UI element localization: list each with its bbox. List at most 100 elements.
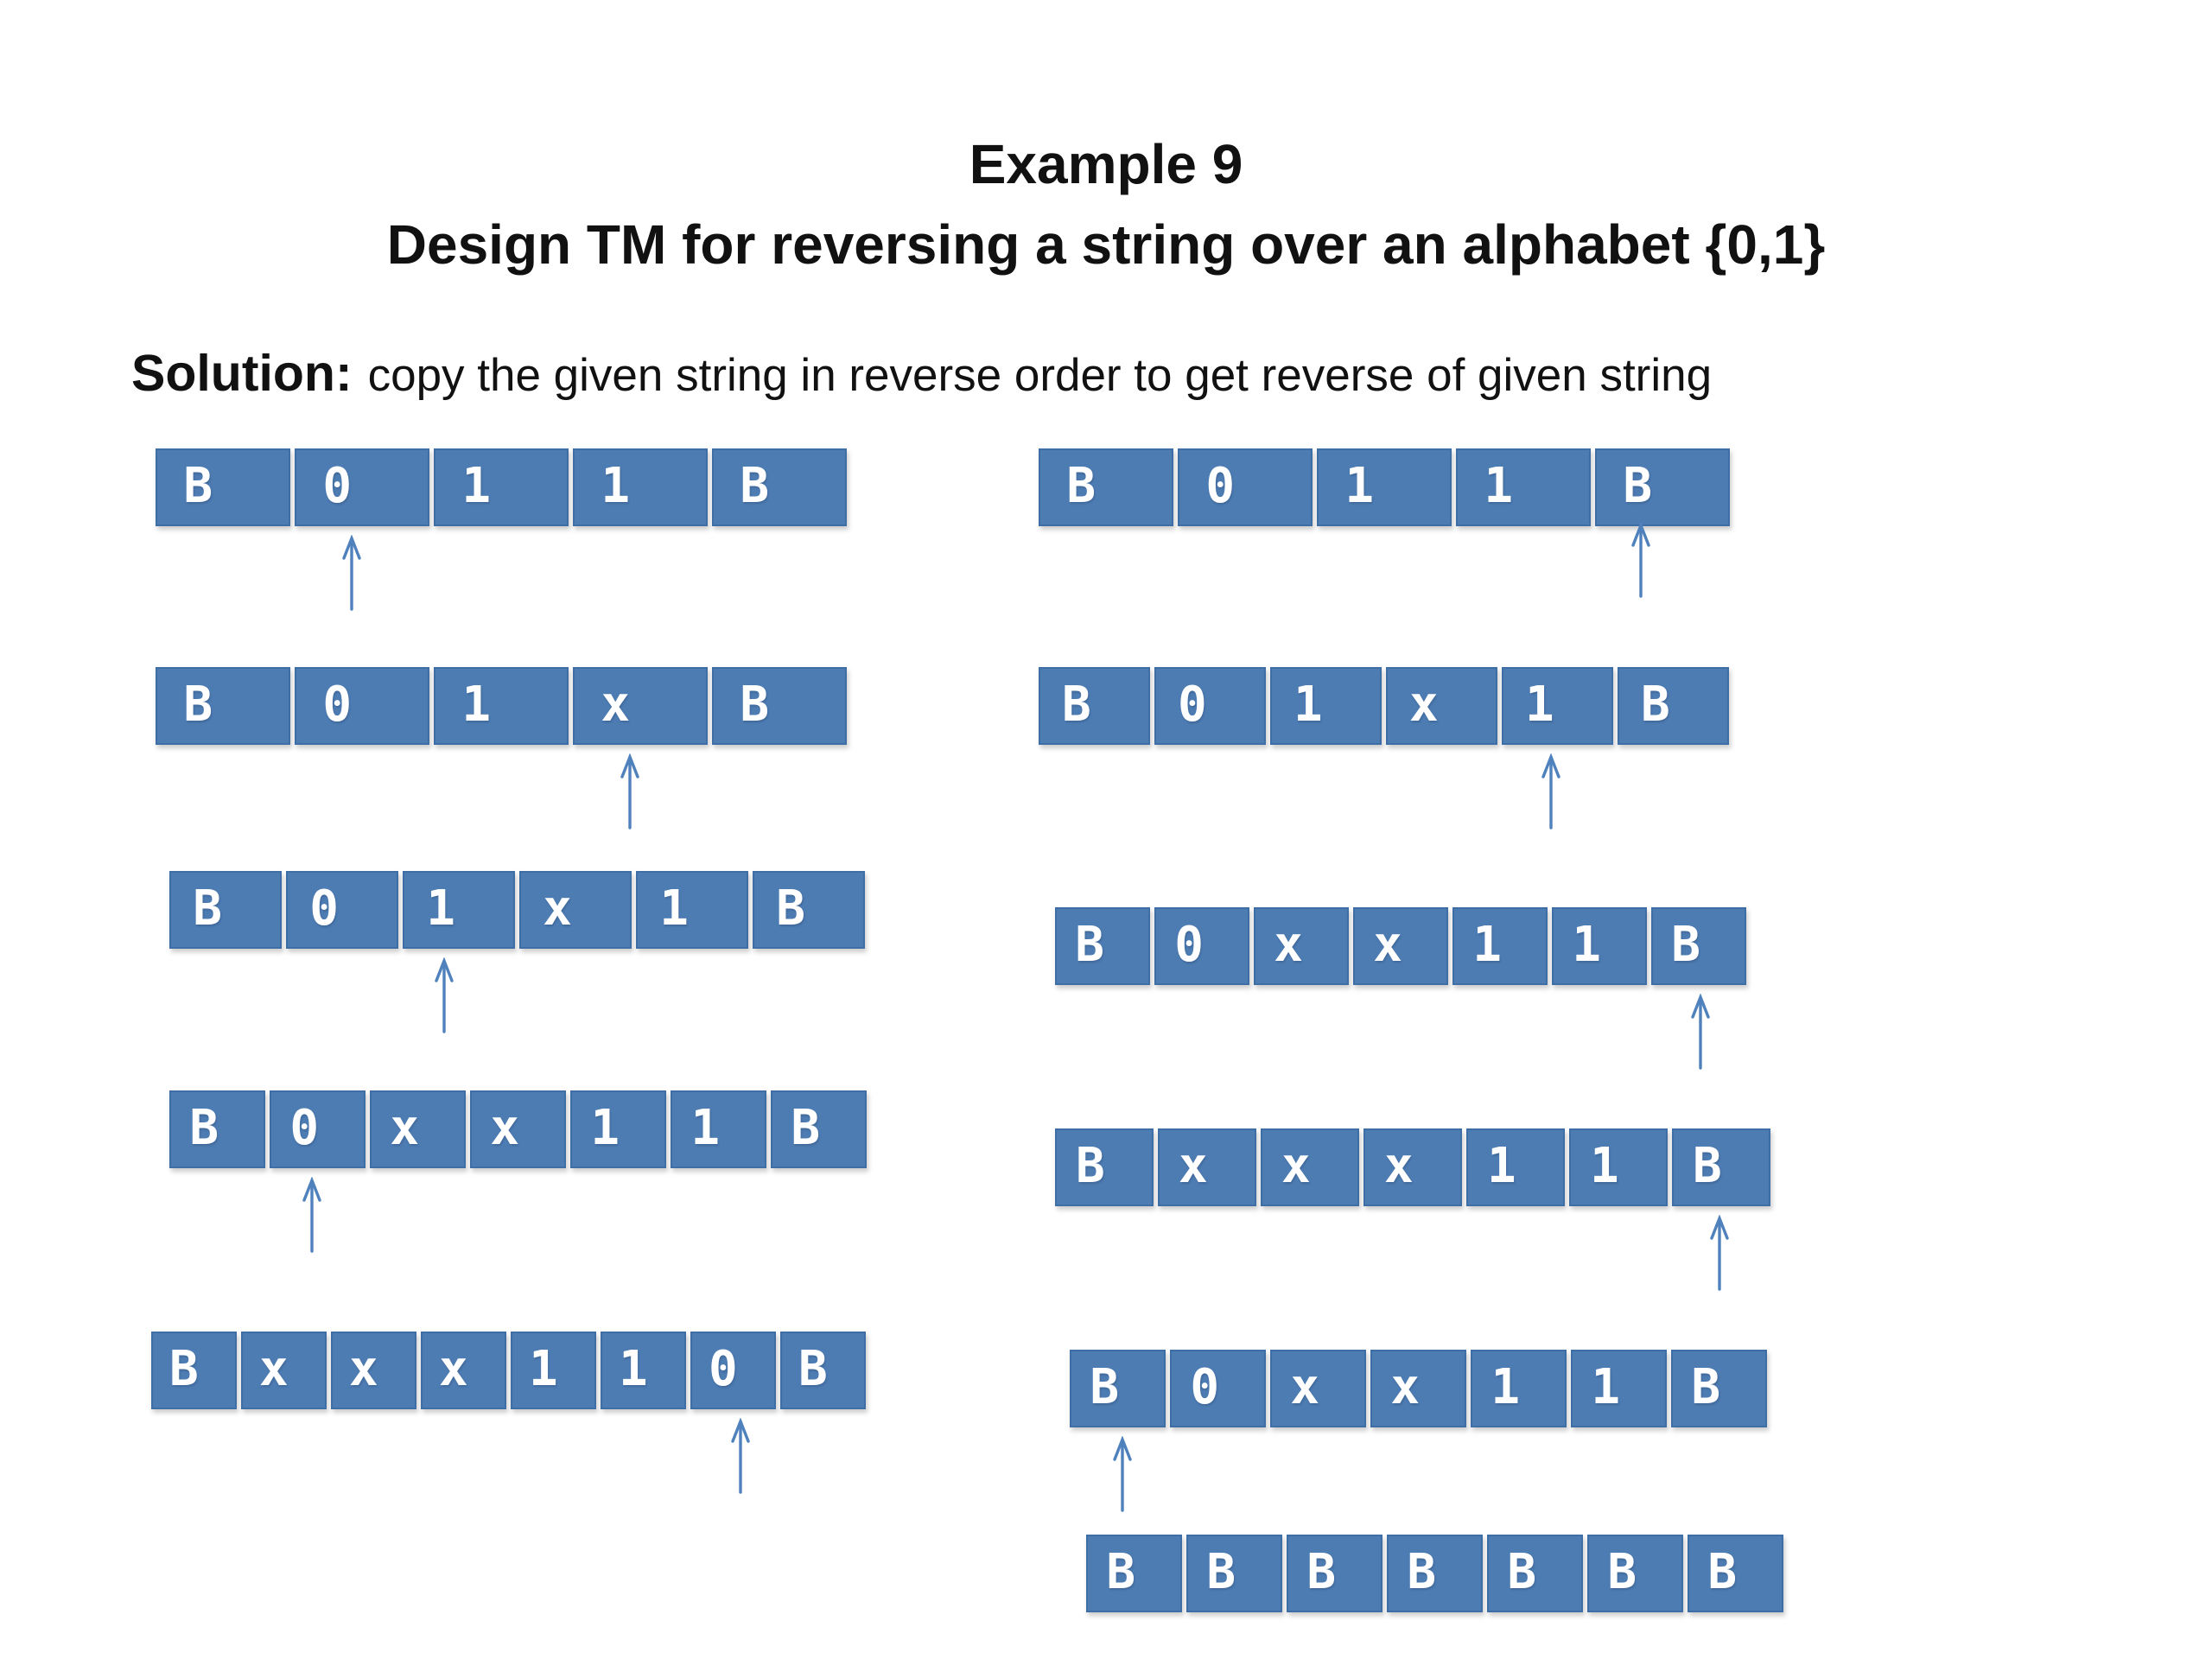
tape-cell: x <box>1158 1128 1256 1206</box>
tape-cell: 0 <box>690 1332 776 1409</box>
tape-cell: 0 <box>286 871 398 949</box>
tape-cell-symbol: 1 <box>590 1100 620 1156</box>
tape-cell-symbol: B <box>1306 1544 1337 1600</box>
tape-cell-symbol: 0 <box>1178 677 1207 733</box>
tape-cell: 1 <box>573 448 708 526</box>
tape-cell: 1 <box>434 448 569 526</box>
tape-cell: 0 <box>270 1090 365 1168</box>
tape-cell-symbol: 1 <box>1344 458 1375 514</box>
tape-cell-symbol: B <box>1407 1544 1437 1600</box>
tape-cell: 0 <box>295 448 429 526</box>
tape-cell-symbol: B <box>1106 1544 1136 1600</box>
solution-label: Solution: <box>131 345 353 402</box>
tape-cell-symbol: B <box>1693 1138 1722 1194</box>
tape-cell: 1 <box>403 871 515 949</box>
tape-cell: x <box>1270 1350 1366 1427</box>
tape-cell-symbol: B <box>1206 1544 1236 1600</box>
tape-cell-symbol: 0 <box>1174 917 1204 973</box>
tape-cell-symbol: x <box>439 1341 468 1397</box>
slide-title: Example 9 Design TM for reversing a stri… <box>0 137 2212 272</box>
tape-cell-symbol: 0 <box>322 458 353 514</box>
tape-cell: B <box>1039 448 1173 526</box>
tape-cell: B <box>1618 667 1729 745</box>
tape-cell-symbol: 1 <box>1525 677 1554 733</box>
tape-cell: x <box>241 1332 327 1409</box>
tape-cell: x <box>1370 1350 1466 1427</box>
tape-cell: 0 <box>1154 907 1249 985</box>
tape-cell: B <box>156 448 290 526</box>
tape-cell-symbol: 1 <box>1572 917 1601 973</box>
tape-cell: x <box>573 667 708 745</box>
tape-cell-symbol: 0 <box>1205 458 1236 514</box>
tape-cell-symbol: 1 <box>1491 1359 1521 1415</box>
tape-cell: x <box>421 1332 506 1409</box>
tape-head-arrow-icon <box>1691 994 1710 1070</box>
tape-cell: 0 <box>1178 448 1313 526</box>
tape-head-arrow-icon <box>620 753 639 830</box>
tape-head-arrow-icon <box>302 1177 321 1253</box>
tape-cell-symbol: B <box>1623 458 1653 514</box>
tape-head-arrow-icon <box>731 1418 751 1494</box>
tape-cell: 1 <box>1552 907 1647 985</box>
tape-cell: 1 <box>1471 1350 1567 1427</box>
tape-cell-symbol: x <box>390 1100 420 1156</box>
tape-cell: 1 <box>434 667 569 745</box>
tape-cell-symbol: 1 <box>690 1100 721 1156</box>
tape-cell: B <box>1287 1535 1382 1612</box>
tape-cell: x <box>370 1090 466 1168</box>
tape-cell-symbol: x <box>1281 1138 1311 1194</box>
tape-cell: 1 <box>511 1332 596 1409</box>
tape-cell: B <box>1671 1350 1767 1427</box>
tape-cell: B <box>1651 907 1746 985</box>
tape-cell-symbol: 1 <box>426 880 455 937</box>
tape-cell-symbol: 1 <box>461 458 492 514</box>
tape-cell-symbol: x <box>601 677 631 733</box>
tape-cell: 0 <box>1170 1350 1266 1427</box>
tape-cell-symbol: x <box>1373 917 1402 973</box>
tape-head-arrow-icon <box>1710 1215 1729 1291</box>
tape-cell: 1 <box>601 1332 686 1409</box>
tape-cell-symbol: B <box>1076 1138 1105 1194</box>
tape-cell-symbol: 1 <box>529 1341 558 1397</box>
tape-cell-symbol: B <box>1607 1544 1637 1600</box>
tape-cell-symbol: B <box>1707 1544 1738 1600</box>
tape-cell: x <box>331 1332 416 1409</box>
tape-cell: B <box>753 871 865 949</box>
tape-cell: 1 <box>671 1090 766 1168</box>
tape-cell: x <box>470 1090 566 1168</box>
tape-cell-symbol: B <box>1691 1359 1721 1415</box>
tape-cell-symbol: B <box>183 677 213 733</box>
tape-cell-symbol: x <box>1390 1359 1421 1415</box>
tape-cell: 1 <box>636 871 748 949</box>
tape-cell-symbol: x <box>1384 1138 1414 1194</box>
tape-cell-symbol: 1 <box>1294 677 1323 733</box>
tape-cell-symbol: 1 <box>1484 458 1514 514</box>
tape-cell-symbol: B <box>740 458 770 514</box>
tape-cell: B <box>1039 667 1150 745</box>
tape-cell: B <box>712 667 847 745</box>
tape-cell-symbol: B <box>740 677 770 733</box>
tape-cell: 1 <box>1270 667 1382 745</box>
tape-cell: B <box>1688 1535 1783 1612</box>
tape-cell: 1 <box>1569 1128 1668 1206</box>
tape-cell-symbol: B <box>189 1100 219 1156</box>
tape-cell-symbol: x <box>259 1341 289 1397</box>
tape-cell: x <box>1254 907 1349 985</box>
tape-cell-symbol: x <box>349 1341 378 1397</box>
tape-cell-symbol: 1 <box>461 677 492 733</box>
tape-cell-symbol: 0 <box>309 880 339 937</box>
tape-cell: 1 <box>1571 1350 1667 1427</box>
tape-cell: 0 <box>295 667 429 745</box>
tape-cell-symbol: x <box>1179 1138 1208 1194</box>
